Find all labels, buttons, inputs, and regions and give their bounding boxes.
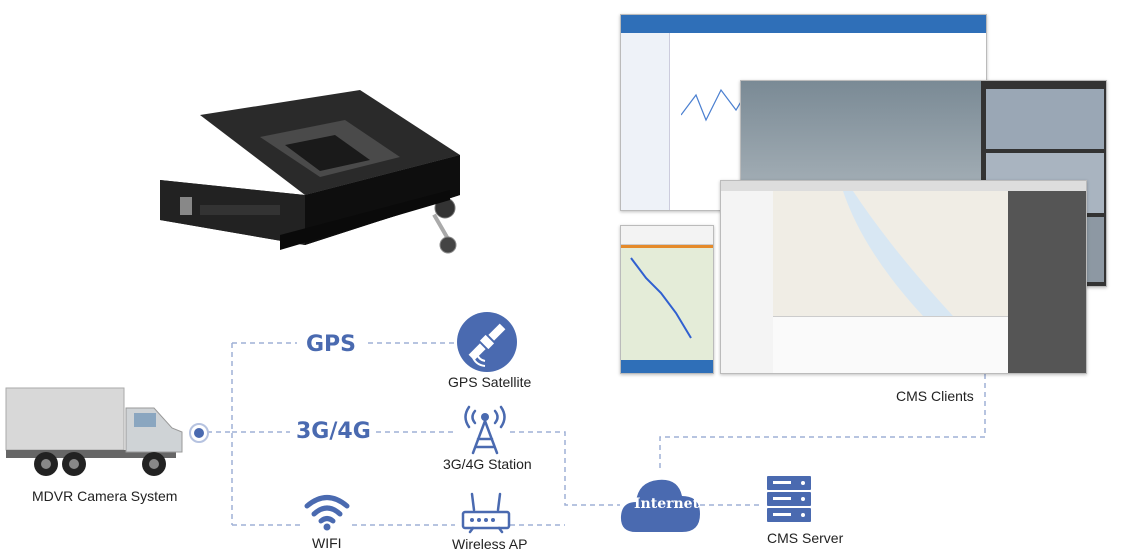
mdvr-connection-node: [189, 423, 209, 443]
gps-heading: GPS: [306, 332, 357, 357]
wifi-icon: [304, 495, 350, 531]
cms-clients-label: CMS Clients: [896, 388, 974, 404]
gps-satellite-label: GPS Satellite: [448, 374, 532, 390]
station-label: 3G/4G Station: [443, 456, 532, 472]
wireless-ap-icon: [461, 492, 511, 534]
line-station-internet: [510, 431, 620, 506]
line-internet-clients: [659, 372, 986, 468]
cell-tower-icon: [464, 405, 506, 455]
wireless-ap-label: Wireless AP: [452, 536, 528, 552]
wifi-label: WIFI: [312, 535, 342, 551]
gps-satellite-icon: [457, 312, 517, 372]
mdvr-device-image: [160, 90, 460, 254]
truck-icon: [5, 387, 183, 476]
internet-cloud-icon: [620, 479, 700, 532]
mdvr-label: MDVR Camera System: [32, 488, 178, 504]
server-icon: [767, 476, 811, 522]
cms-mobile-client-screenshot: [620, 225, 714, 374]
cellular-heading: 3G/4G: [296, 419, 371, 444]
cms-server-label: CMS Server: [767, 530, 844, 546]
cms-map-client-screenshot: [720, 180, 1087, 374]
internet-label: Internet: [634, 496, 700, 512]
